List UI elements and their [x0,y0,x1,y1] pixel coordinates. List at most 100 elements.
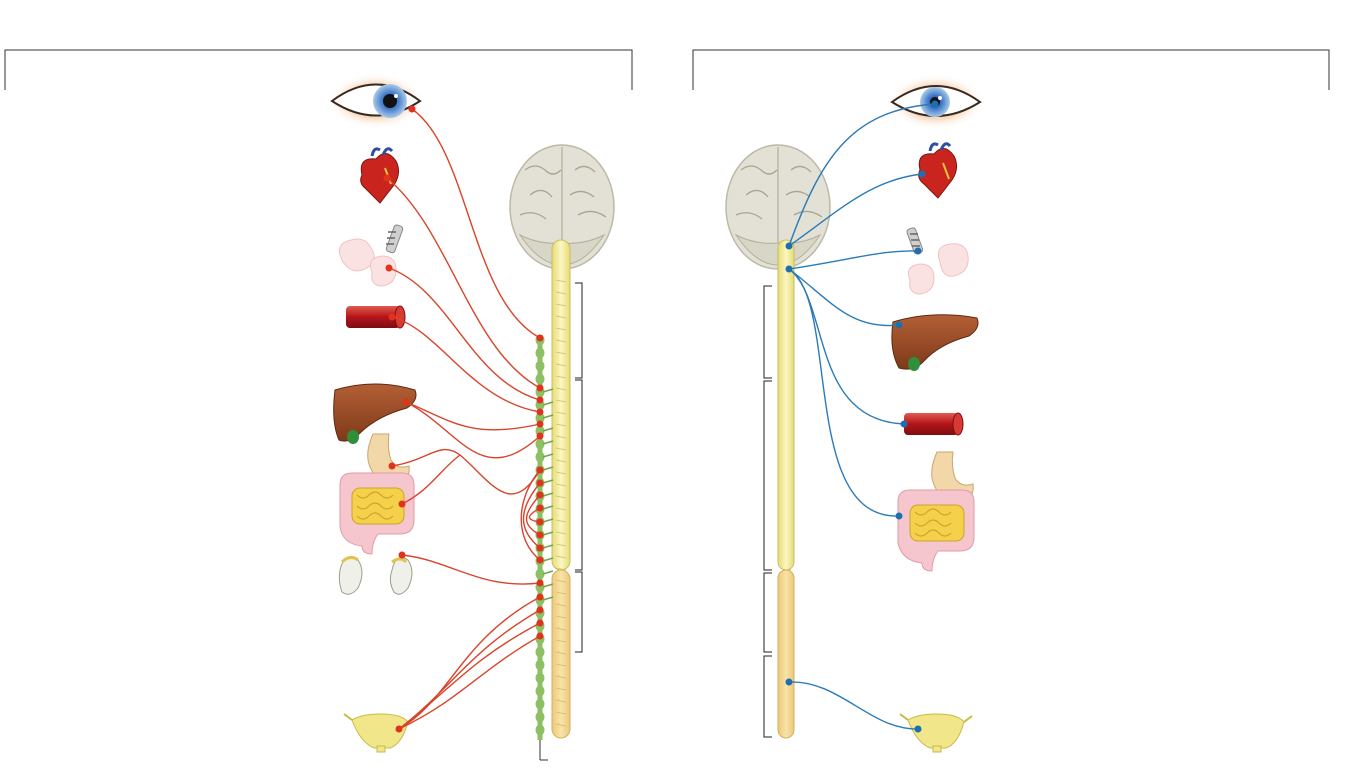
adrenal-gland-icon [338,555,413,595]
segment-line [555,615,567,619]
segment-line [555,303,567,307]
segment-line [555,315,567,319]
spinal-cord [551,239,571,739]
heart-icon [360,147,400,204]
liver-icon [333,383,417,444]
chain-ganglion [535,568,545,580]
segment-line [555,411,567,415]
ganglion-terminal [536,593,544,601]
ganglion-terminal [536,479,544,487]
ganglion-terminal [536,579,544,587]
spinal-cord [777,239,795,739]
ramus [542,518,554,523]
ramus [542,453,554,458]
segment-line [555,339,567,343]
blood-vessel-icon [346,305,406,329]
ganglion-terminal [536,466,544,474]
ramus [542,557,554,562]
ganglion-terminal [536,544,544,552]
segment-line [555,651,567,655]
segment-line [555,603,567,607]
ramus [542,479,554,484]
segment-line [555,723,567,727]
segment-line [555,711,567,715]
ramus [542,505,554,510]
ramus [542,388,554,393]
ganglion-terminal [536,396,544,404]
ramus [542,570,554,575]
segment-line [555,639,567,643]
sympathetic-ganglia [536,334,544,640]
right-panel-frame [692,49,1330,90]
segment-line [555,663,567,667]
sympathetic-panel [328,73,792,761]
parasympathetic-terminals [785,100,939,733]
ganglion-terminal [536,606,544,614]
chain-ganglion [535,360,545,372]
segment-line [555,591,567,595]
ganglion-terminal [536,518,544,526]
ramus [542,596,554,601]
segment-line [555,279,567,283]
eye-icon [328,73,424,129]
chain-ganglion [535,646,545,658]
ramus [542,466,554,471]
liver-icon [891,314,979,371]
segment-line [555,699,567,703]
chain-ganglion [535,698,545,710]
parasympathetic-panel [725,74,984,753]
segment-line [555,387,567,391]
segment-line [555,543,567,547]
segment-line [555,579,567,583]
sacral-bracket [763,655,772,738]
segment-line [555,627,567,631]
segment-line [555,399,567,403]
segment-line [555,447,567,451]
segment-line [555,351,567,355]
segment-line [555,687,567,691]
ganglion-terminal [536,504,544,512]
ganglion-terminal [536,432,544,440]
digestive-tract-icon [339,433,415,555]
ramus [542,427,554,432]
segment-line [555,495,567,499]
ganglion-terminal [536,619,544,627]
ganglion-terminal [536,491,544,499]
segment-line [555,507,567,511]
segment-line [555,483,567,487]
blood-vessel-icon [904,412,964,436]
digestive-tract-icon [897,451,975,572]
ganglion-terminal [536,420,544,428]
segment-line [555,675,567,679]
ramus [542,531,554,536]
segment-line [555,555,567,559]
heart-icon [918,142,958,199]
lumbar-bracket [575,571,583,653]
segment-line [555,327,567,331]
segment-line [555,435,567,439]
chain-ganglion [535,347,545,359]
segment-line [555,519,567,523]
chain-rami [542,388,554,601]
chain-ganglion [535,685,545,697]
chain-ganglion [535,438,545,450]
chain-ganglion [535,659,545,671]
ganglion-terminal [536,408,544,416]
ganglion-terminal [536,632,544,640]
lungs-icon [906,227,969,295]
bladder-icon [899,713,973,753]
cervical-bracket [763,285,772,379]
chain-ganglion [535,412,545,424]
segment-line [555,531,567,535]
segment-line [555,291,567,295]
segment-line [555,375,567,379]
bladder-icon [343,713,417,753]
left-panel-frame [4,49,633,90]
segment-line [555,459,567,463]
segment-line [555,567,567,571]
thoracic-bracket [575,379,583,571]
ramus [542,414,554,419]
ganglion-terminal [536,531,544,539]
ganglion-terminal [536,334,544,342]
lumbar-bracket [763,572,772,653]
